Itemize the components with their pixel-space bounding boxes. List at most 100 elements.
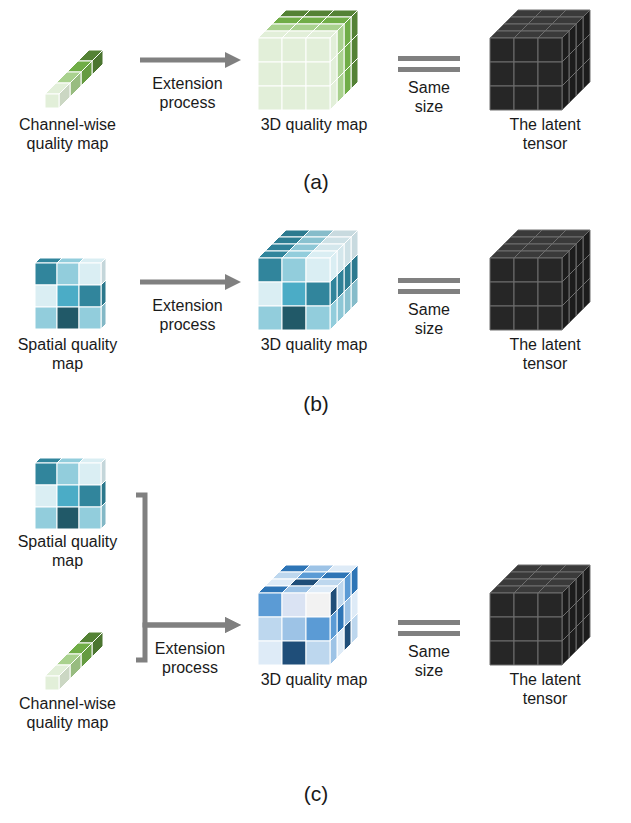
- cube-front-face: [282, 38, 306, 62]
- cube-side-face: [70, 72, 81, 97]
- quality-map-3d: [258, 230, 358, 330]
- cube-front-face: [490, 282, 514, 306]
- edge-label: Same size: [402, 300, 456, 338]
- equal-sign: [398, 628, 460, 629]
- cube-front-face: [306, 641, 330, 665]
- cube-side-face: [562, 299, 569, 330]
- cube-side-face: [81, 61, 92, 86]
- cube-side-face: [92, 632, 103, 657]
- cube-side-face: [562, 634, 569, 665]
- cube-side-face: [70, 654, 81, 679]
- cube-side-face: [337, 627, 344, 658]
- edge-label: Same size: [402, 642, 456, 680]
- cube-side-face: [569, 292, 576, 323]
- arrow-shaft: [136, 495, 235, 625]
- cube-side-face: [344, 620, 351, 651]
- cube-front-face: [514, 258, 538, 282]
- cube-front-face: [306, 617, 330, 641]
- cube-side-face: [583, 58, 590, 89]
- cube-front-face: [306, 258, 330, 282]
- cube-side-face: [576, 620, 583, 651]
- cube-front-face: [79, 263, 101, 285]
- process-arrow: [136, 495, 235, 625]
- figure-label: 3D quality map: [249, 670, 379, 689]
- cube-front-face: [306, 306, 330, 330]
- cube-front-face: [306, 38, 330, 62]
- cube-front-face: [258, 62, 282, 86]
- cube-front-face: [490, 641, 514, 665]
- cube-side-face: [583, 613, 590, 644]
- cube-front-face: [258, 282, 282, 306]
- figure-node: 3D quality map: [245, 223, 383, 354]
- cube-side-face: [569, 72, 576, 103]
- cube-front-face: [79, 485, 101, 507]
- cube-front-face: [490, 306, 514, 330]
- cube-side-face: [569, 627, 576, 658]
- cube-front-face: [514, 38, 538, 62]
- cube-front-face: [258, 86, 282, 110]
- cube-front-face: [490, 617, 514, 641]
- cube-front-face: [306, 86, 330, 110]
- cube-front-face: [282, 593, 306, 617]
- cube-front-face: [258, 617, 282, 641]
- cube-front-face: [57, 507, 79, 529]
- cube-front-face: [282, 258, 306, 282]
- cube-front-face: [258, 641, 282, 665]
- cube-front-face: [57, 307, 79, 329]
- figure-label: Channel-wise quality map: [13, 694, 123, 732]
- equal-bars: [398, 278, 460, 294]
- cube-front-face: [45, 94, 59, 108]
- figure-node: Spatial quality map: [5, 223, 130, 373]
- cube-front-face: [282, 617, 306, 641]
- cube-front-face: [514, 86, 538, 110]
- subfigure-caption: (c): [304, 782, 329, 806]
- equal-gap: [398, 61, 460, 67]
- subfigure-caption: (a): [303, 170, 329, 194]
- spatial-map: [35, 458, 106, 529]
- cube-side-face: [92, 50, 103, 75]
- cube-side-face: [351, 613, 358, 644]
- cube-front-face: [79, 307, 101, 329]
- figure-node: The latent tensor: [475, 223, 615, 373]
- cube-front-face: [35, 263, 57, 285]
- figure-label: 3D quality map: [249, 115, 379, 134]
- cube-front-face: [514, 306, 538, 330]
- figure-label: Spatial quality map: [10, 532, 125, 570]
- equal-gap: [398, 283, 460, 289]
- cube-side-face: [101, 302, 106, 329]
- cube-front-face: [538, 593, 562, 617]
- latent-tensor: [490, 230, 590, 330]
- equal-sign: [398, 286, 460, 287]
- cube-front-face: [35, 307, 57, 329]
- figure-label: The latent tensor: [498, 670, 593, 708]
- latent-tensor: [490, 565, 590, 665]
- cube-front-face: [57, 463, 79, 485]
- subfigure-caption: (b): [303, 392, 329, 416]
- cube-front-face: [79, 285, 101, 307]
- cube-front-face: [282, 282, 306, 306]
- cube-side-face: [344, 285, 351, 316]
- cube-front-face: [514, 641, 538, 665]
- cube-side-face: [351, 278, 358, 309]
- channel-vector: [45, 50, 103, 108]
- cube-front-face: [514, 617, 538, 641]
- cube-front-face: [57, 263, 79, 285]
- cube-front-face: [258, 306, 282, 330]
- cube-front-face: [258, 593, 282, 617]
- cube-front-face: [514, 62, 538, 86]
- figure-node: Channel-wise quality map: [5, 626, 130, 732]
- edge-label: Extension process: [148, 639, 232, 677]
- cube-front-face: [538, 258, 562, 282]
- cube-front-face: [514, 282, 538, 306]
- cube-front-face: [282, 62, 306, 86]
- cube-side-face: [344, 65, 351, 96]
- cube-front-face: [306, 593, 330, 617]
- cube-front-face: [57, 485, 79, 507]
- cube-front-face: [538, 282, 562, 306]
- cube-front-face: [490, 86, 514, 110]
- figure-label: Spatial quality map: [10, 335, 125, 373]
- edge-label: Extension process: [146, 296, 230, 334]
- spatial-map: [35, 258, 106, 329]
- cube-front-face: [79, 463, 101, 485]
